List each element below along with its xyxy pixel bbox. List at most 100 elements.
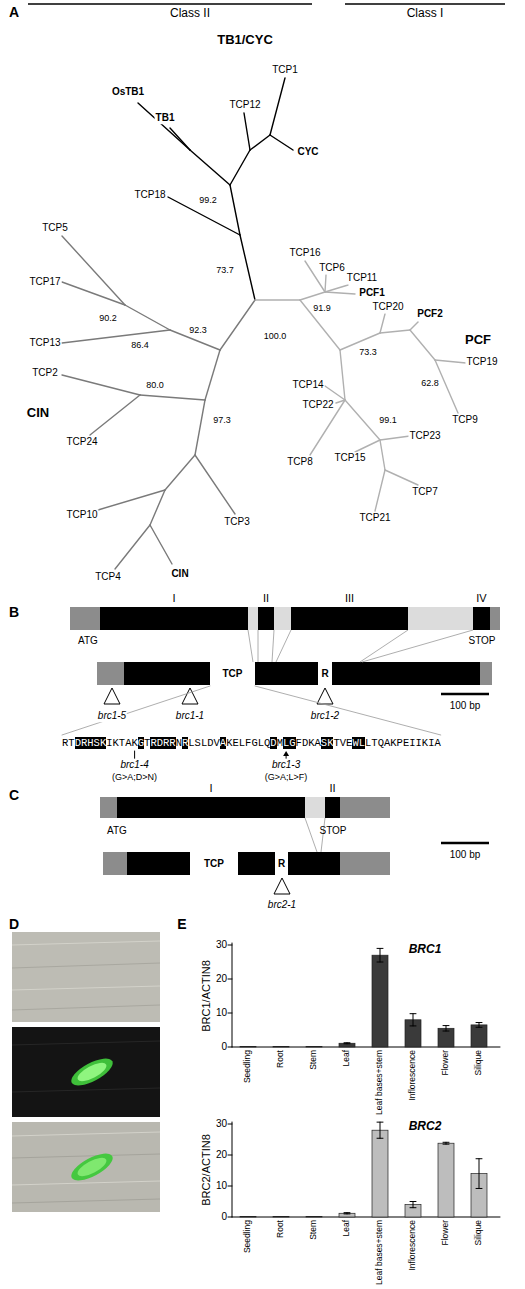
domain-label: TCP <box>223 668 243 680</box>
gene-name: TB1 <box>155 112 176 124</box>
gene-name: PCF2 <box>416 308 444 320</box>
cell-streaks <box>12 1132 160 1203</box>
residue: L <box>201 737 207 749</box>
gene-name: TCP8 <box>286 456 314 468</box>
tree-branch <box>270 135 293 150</box>
tree-branch <box>375 470 385 511</box>
tree-branch <box>150 525 172 564</box>
axis-tick: 20 <box>216 973 227 985</box>
cell-wall <box>12 963 160 968</box>
error-bar <box>413 1014 414 1026</box>
intron-region <box>408 607 473 630</box>
coding-region <box>127 852 340 875</box>
error-bar <box>380 1122 381 1138</box>
splice-lines <box>248 630 473 662</box>
bootstrap-value: 92.3 <box>188 325 208 335</box>
splice-line <box>248 630 253 662</box>
residue: A <box>220 737 226 749</box>
axis-tick-mark <box>228 1217 232 1218</box>
tree-branch <box>230 150 250 185</box>
bootstrap-value: 73.7 <box>215 265 235 275</box>
residue: I <box>409 737 415 749</box>
category-label: Inflorescence <box>408 1220 418 1271</box>
error-bar <box>479 1159 480 1189</box>
tree-branch <box>300 292 325 300</box>
gene-name: TCP17 <box>28 276 61 288</box>
insertion-triangle <box>274 878 290 894</box>
residue: A <box>125 737 131 749</box>
allele-label: brc1-2 <box>310 710 340 722</box>
domain-label: R <box>321 668 328 680</box>
gene-name: TCP19 <box>465 356 498 368</box>
residue: L <box>188 737 194 749</box>
axis-tick-mark <box>228 1186 232 1187</box>
tree-branch <box>90 395 140 435</box>
clade-label: TB1/CYC <box>216 33 274 48</box>
residue: V <box>340 737 346 749</box>
axis-tick-mark <box>228 945 232 946</box>
exon-box: III <box>291 607 408 630</box>
gene-name: TCP16 <box>288 247 321 259</box>
insertion-triangle <box>317 688 333 704</box>
error-cap <box>344 1212 350 1213</box>
gene-name: TCP11 <box>346 272 378 284</box>
residue: L <box>258 737 264 749</box>
gfp-nucleus <box>75 1154 109 1180</box>
residue: K <box>131 737 137 749</box>
x-axis <box>232 1047 500 1048</box>
tree-branch <box>190 150 230 185</box>
tree-branch <box>340 350 345 400</box>
zoom-line <box>62 686 210 735</box>
gene-name: TCP18 <box>133 189 166 201</box>
error-cap <box>344 1213 350 1214</box>
class-label: Class I <box>407 7 444 21</box>
residue: L <box>365 737 371 749</box>
residue: E <box>232 737 238 749</box>
data-bar <box>306 1216 322 1218</box>
utr-region <box>490 607 500 630</box>
zoom-line <box>255 686 441 735</box>
error-cap <box>344 1043 350 1044</box>
x-axis <box>232 1217 500 1218</box>
domain-box: TCP <box>190 852 238 875</box>
error-bar <box>479 1023 480 1028</box>
clade-label: CIN <box>26 406 50 421</box>
category-label: Root <box>276 1220 286 1238</box>
residue: G <box>251 737 257 749</box>
cell-wall <box>12 1199 160 1203</box>
error-cap <box>476 1022 482 1023</box>
mutation-pointer <box>134 751 135 758</box>
tree-branch <box>270 78 285 135</box>
residue: A <box>384 737 390 749</box>
tree-branch <box>115 525 150 569</box>
site-label: ATG <box>78 635 98 647</box>
data-bar <box>339 1213 355 1217</box>
gene-name: TCP6 <box>318 262 346 274</box>
axis-tick: 30 <box>216 939 227 951</box>
cell-wall <box>12 1154 160 1158</box>
exon-label: III <box>345 592 354 605</box>
tree-branch <box>62 236 125 305</box>
error-cap <box>377 1138 383 1139</box>
tree-branch <box>380 330 410 333</box>
class-bar <box>345 3 505 5</box>
bootstrap-value: 99.2 <box>198 195 218 205</box>
axis-tick: 10 <box>216 1007 227 1019</box>
residue: A <box>315 737 321 749</box>
bootstrap-value: 91.9 <box>312 303 332 313</box>
category-label: Inflorescence <box>408 1050 418 1101</box>
splice-line <box>360 630 408 662</box>
error-cap <box>476 1158 482 1159</box>
domain-label: R <box>278 858 285 870</box>
gfp-nucleus <box>67 1053 116 1090</box>
exon-box: I <box>117 797 305 818</box>
residue: R <box>169 737 175 749</box>
domain-box: TCP <box>210 662 255 685</box>
class-bar <box>28 3 312 5</box>
domain-box: R <box>275 852 288 875</box>
residue: R <box>62 737 68 749</box>
data-bar <box>240 1046 256 1048</box>
splice-line <box>258 630 259 662</box>
scale-label: 100 bp <box>450 849 481 861</box>
allele-label: brc2-1 <box>267 899 297 911</box>
